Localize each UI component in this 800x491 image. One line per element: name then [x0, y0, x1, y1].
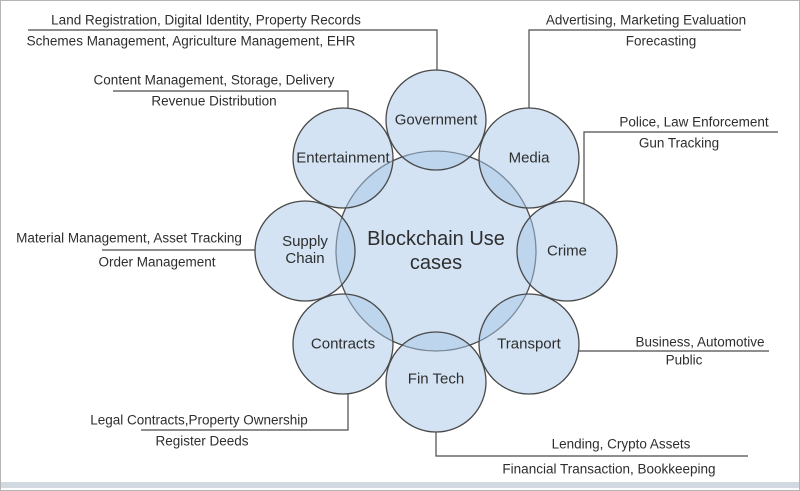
annotation-crime-line2: Gun Tracking: [638, 135, 720, 151]
connector-fintech: [435, 432, 748, 457]
annotation-transport-line2: Public: [665, 352, 703, 368]
connector-government: [28, 29, 438, 70]
annotation-fintech-line1: Lending, Crypto Assets: [551, 436, 691, 452]
annotation-supply-chain-line1: Material Management, Asset Tracking: [16, 230, 242, 246]
node-circle-contracts: [292, 293, 394, 395]
node-circle-media: [478, 107, 580, 209]
annotation-supply-chain-line2: Order Management: [98, 254, 216, 270]
node-circle-entertainment: [292, 107, 394, 209]
node-circle-fintech: [385, 331, 487, 433]
bottom-strip: [1, 482, 799, 488]
annotation-transport-line1: Business, Automotive: [635, 334, 765, 350]
connector-contracts: [141, 394, 349, 431]
annotation-fintech-line2: Financial Transaction, Bookkeeping: [502, 461, 716, 477]
annotation-media-line1: Advertising, Marketing Evaluation: [545, 12, 747, 28]
annotation-media-line2: Forecasting: [625, 33, 697, 49]
connector-media: [528, 29, 741, 108]
connector-crime: [583, 131, 778, 204]
annotation-contracts-line1: Legal Contracts,Property Ownership: [90, 412, 308, 428]
annotation-government-line1: Land Registration, Digital Identity, Pro…: [51, 12, 361, 28]
annotation-crime-line1: Police, Law Enforcement: [619, 114, 769, 130]
node-circle-transport: [478, 293, 580, 395]
node-circle-supply-chain: [254, 200, 356, 302]
connector-entertainment: [113, 90, 349, 108]
annotation-entertainment-line2: Revenue Distribution: [151, 93, 277, 109]
node-circle-crime: [516, 200, 618, 302]
annotation-government-line2: Schemes Management, Agriculture Manageme…: [26, 33, 356, 49]
annotation-contracts-line2: Register Deeds: [155, 433, 249, 449]
annotation-entertainment-line1: Content Management, Storage, Delivery: [93, 72, 335, 88]
node-circle-government: [385, 69, 487, 171]
